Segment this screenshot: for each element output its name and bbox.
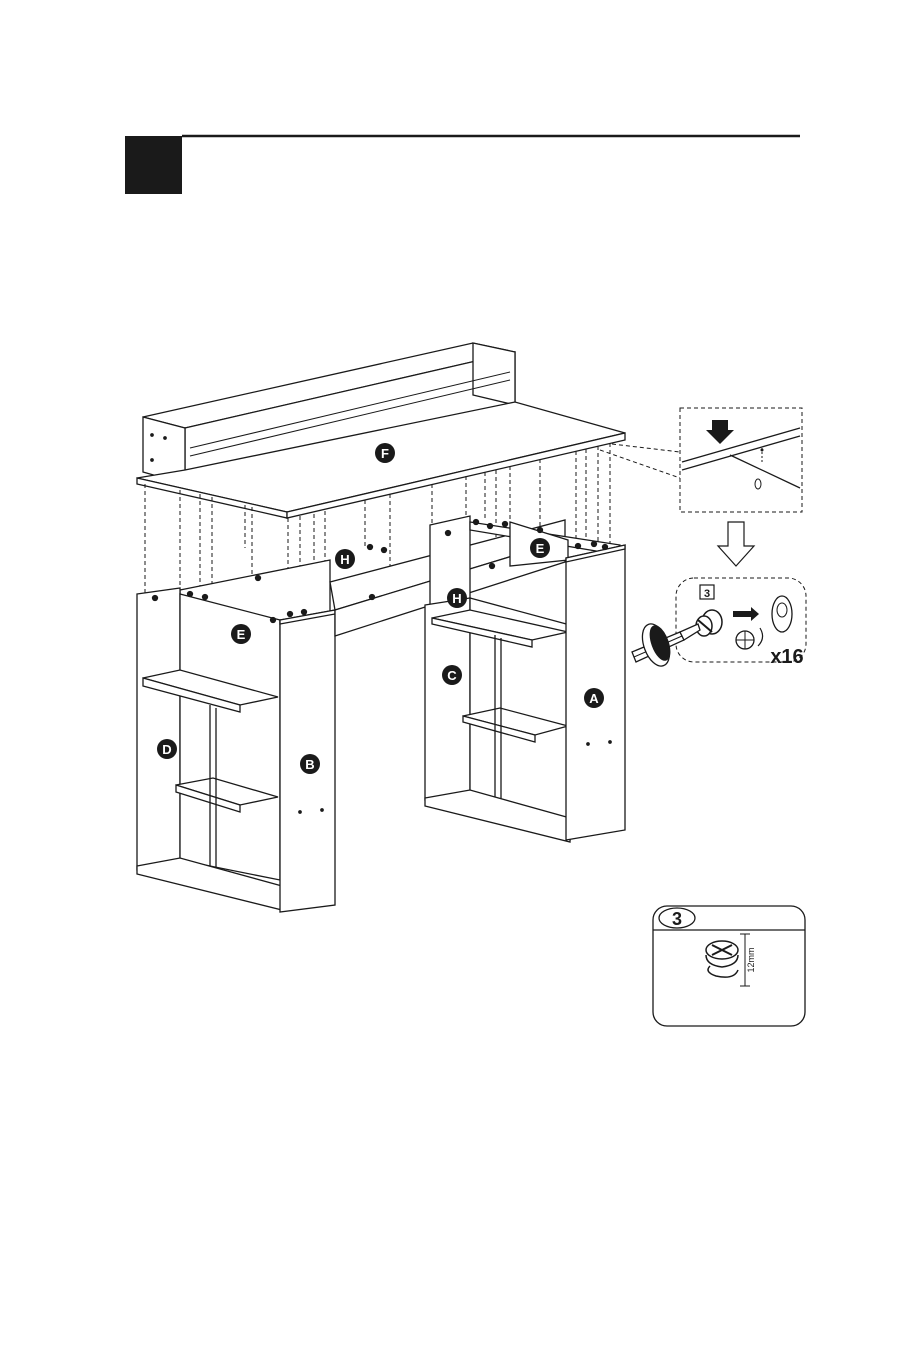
- label-E-right: E: [530, 538, 550, 558]
- label-H-upper: H: [335, 549, 355, 569]
- detail-inset: [680, 408, 802, 512]
- hollow-arrow-down-icon: [718, 522, 754, 566]
- cam-bolt-icon: [772, 596, 792, 632]
- hardware-dimension: 12mm: [746, 947, 756, 972]
- svg-text:A: A: [589, 691, 599, 706]
- svg-text:F: F: [381, 446, 389, 461]
- step-header: [125, 136, 800, 194]
- label-E-left: E: [231, 624, 251, 644]
- left-pedestal: [137, 560, 335, 912]
- callout-part-number: 3: [704, 588, 710, 600]
- step-number-box: [125, 136, 182, 194]
- label-B: B: [300, 754, 320, 774]
- svg-text:H: H: [452, 591, 461, 606]
- label-A: A: [584, 688, 604, 708]
- part-F-top-panel: [137, 343, 625, 518]
- quantity-label: x16: [770, 646, 803, 668]
- hardware-part-number: 3: [672, 909, 682, 929]
- part-D-side-panel: [137, 588, 180, 878]
- svg-text:E: E: [536, 541, 545, 556]
- svg-text:D: D: [162, 742, 171, 757]
- hardware-box: 3 12mm: [653, 906, 805, 1026]
- svg-text:E: E: [237, 627, 246, 642]
- label-C: C: [442, 665, 462, 685]
- svg-text:H: H: [340, 552, 349, 567]
- label-D: D: [157, 739, 177, 759]
- cam-lock-callout: 3 x16: [676, 578, 806, 668]
- label-F: F: [375, 443, 395, 463]
- svg-text:C: C: [447, 668, 457, 683]
- label-H-lower: H: [447, 588, 467, 608]
- svg-text:B: B: [305, 757, 314, 772]
